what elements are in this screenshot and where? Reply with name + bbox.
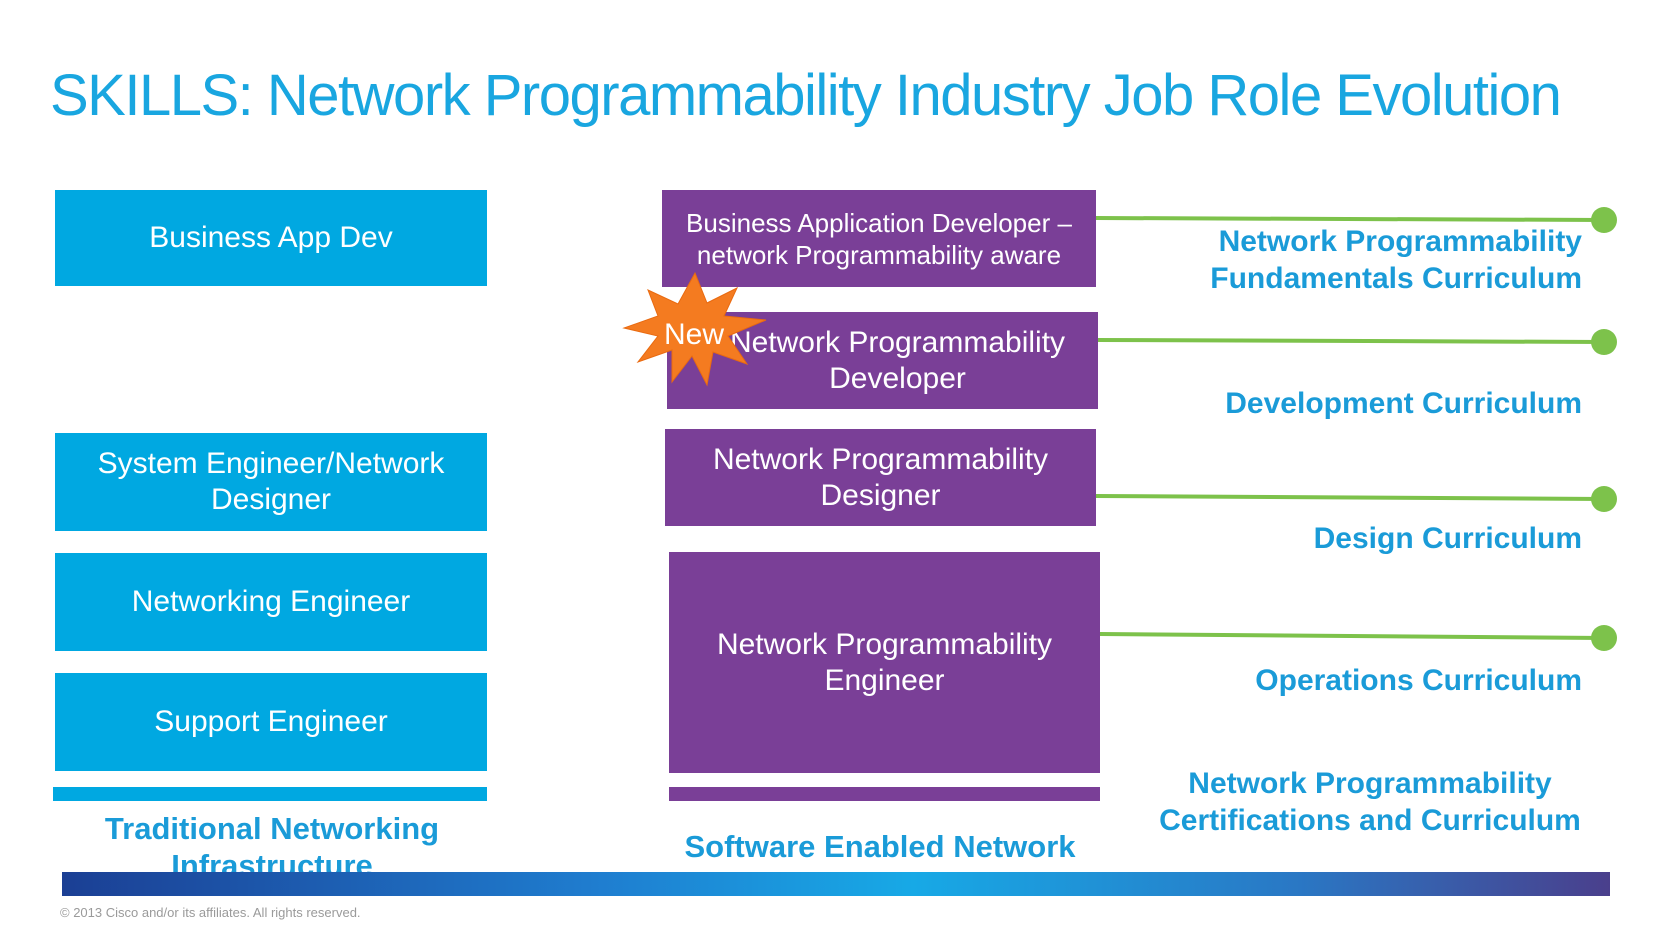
traditional-base-bar: [53, 787, 487, 801]
slide-title: SKILLS: Network Programmability Industry…: [50, 63, 1562, 128]
copyright-text: © 2013 Cisco and/or its affiliates. All …: [60, 905, 361, 920]
connector-dot: [1591, 486, 1617, 512]
role-business-application-developer: Business Application Developer – network…: [662, 190, 1096, 287]
role-support-engineer: Support Engineer: [55, 673, 487, 771]
connector-dot: [1591, 207, 1617, 233]
connector-dot: [1591, 625, 1617, 651]
new-badge: New: [664, 318, 725, 351]
software-base-bar: [669, 787, 1100, 801]
starburst-icon: [622, 271, 767, 387]
role-system-engineer: System Engineer/Network Designer: [55, 433, 487, 531]
curriculum-design: Design Curriculum: [1313, 522, 1582, 555]
role-business-app-dev: Business App Dev: [55, 190, 487, 286]
footer-gradient-bar: [62, 872, 1610, 896]
connector-dot: [1591, 329, 1617, 355]
role-np-engineer: Network Programmability Engineer: [669, 552, 1100, 773]
curriculum-operations: Operations Curriculum: [1255, 664, 1582, 697]
role-networking-engineer: Networking Engineer: [55, 553, 487, 651]
role-np-designer: Network Programmability Designer: [665, 429, 1096, 526]
curriculum-fundamentals: Network Programmability Fundamentals Cur…: [1210, 225, 1582, 295]
curriculum-development: Development Curriculum: [1225, 387, 1582, 420]
certifications-label: Network Programmability Certifications a…: [1159, 767, 1581, 837]
